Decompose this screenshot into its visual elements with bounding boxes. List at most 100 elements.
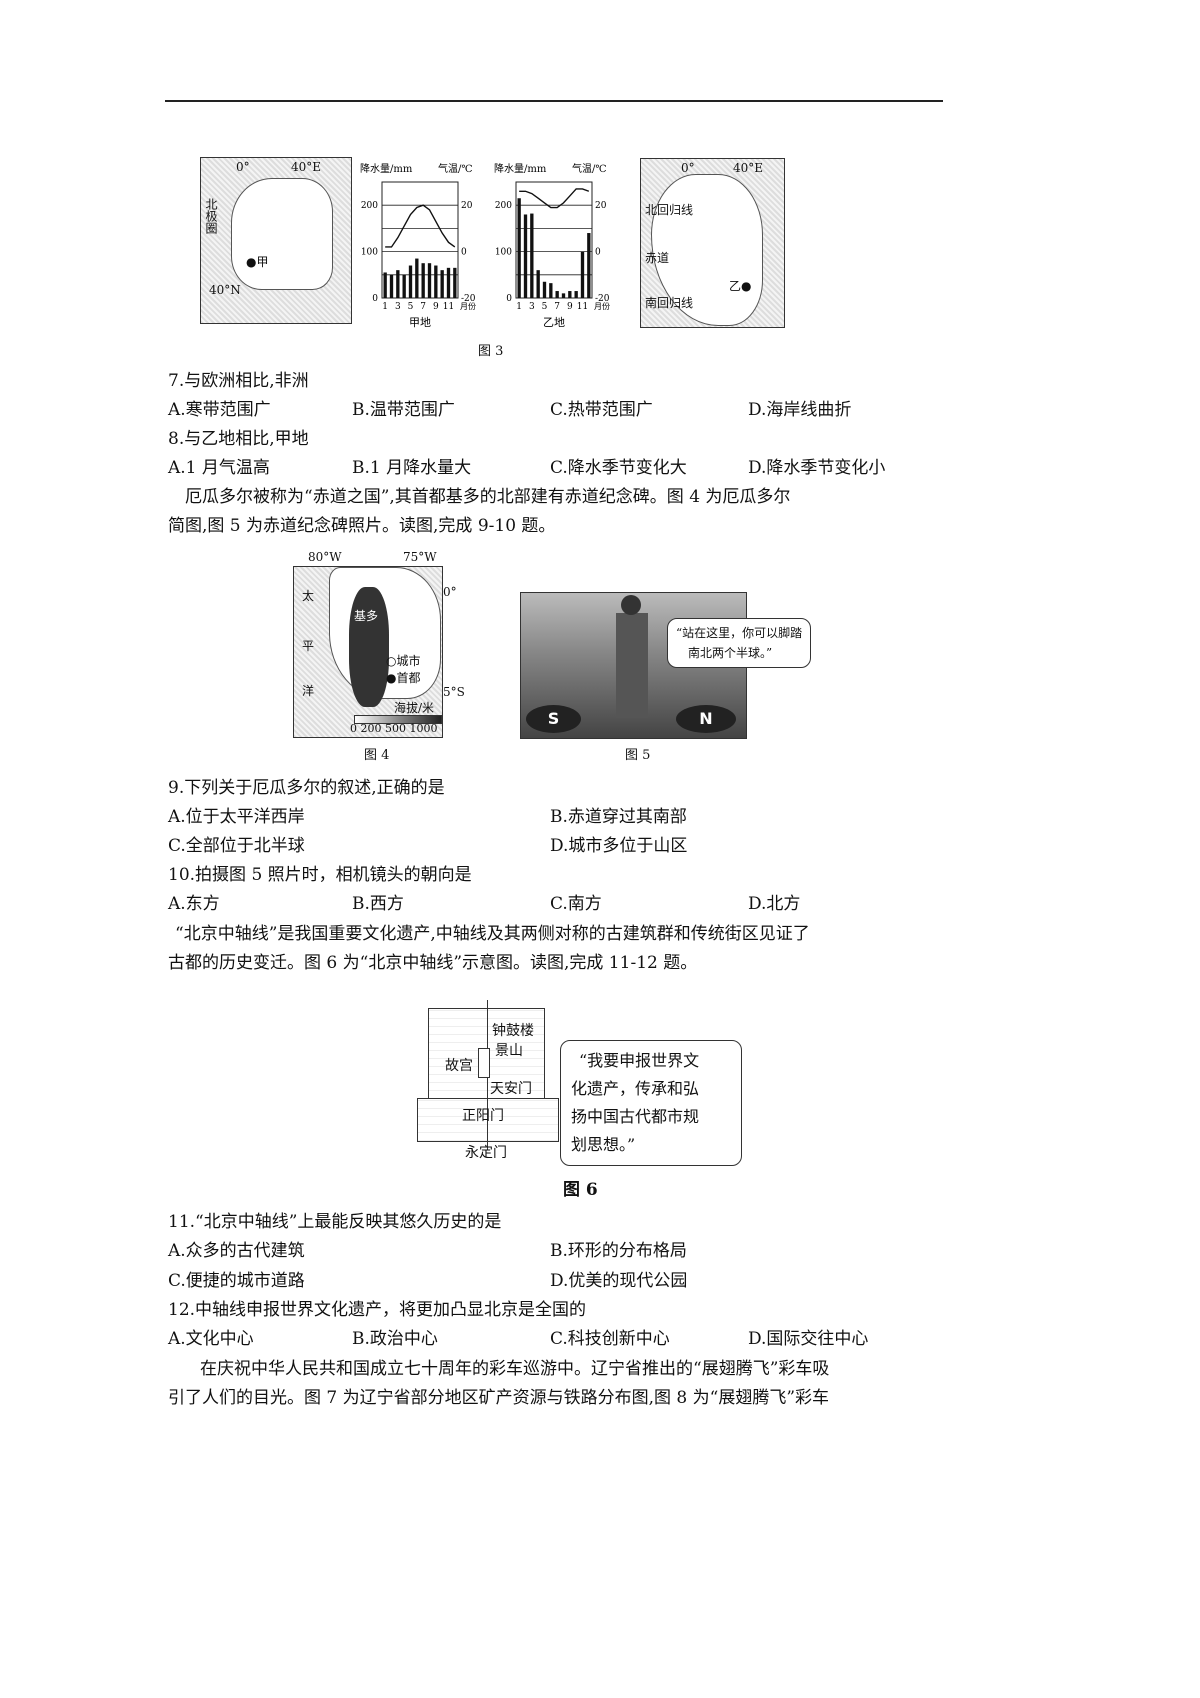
x-tick: 1 [516, 302, 522, 312]
temp-tick: -20 [595, 294, 610, 304]
option-d: D.北方 [748, 894, 801, 914]
lat-label: 40°N [209, 283, 241, 297]
paragraph-line: “北京中轴线”是我国重要文化遗产,中轴线及其两侧对称的古建筑群和传统街区见证了 [175, 924, 810, 944]
precip-bar [568, 291, 572, 298]
label-gugong: 故宫 [445, 1058, 473, 1074]
temp-line [519, 188, 590, 209]
precip-bar [530, 213, 534, 298]
arctic-circle-label: 北极圈 [204, 198, 218, 234]
x-tick: 11 [577, 302, 588, 312]
header-rule [165, 100, 943, 102]
temp-tick: 0 [461, 248, 467, 258]
x-tick: 7 [420, 302, 426, 312]
x-tick: 5 [408, 302, 414, 312]
label-zhengyangmen: 正阳门 [462, 1108, 504, 1124]
ylabel-right: 气温/℃ [572, 162, 607, 175]
legend-city: 城市 [396, 654, 421, 668]
option-a: A.东方 [168, 894, 220, 914]
chart-title: 乙地 [543, 316, 565, 329]
paragraph-line: 引了人们的目光。图 7 为辽宁省部分地区矿产资源与铁路分布图,图 8 为“展翅腾… [168, 1388, 830, 1408]
x-tick: 5 [542, 302, 548, 312]
question-7: 7.与欧洲相比,非洲 [168, 371, 309, 391]
option-a: A.寒带范围广 [168, 400, 271, 420]
capital-label: 基多 [354, 609, 379, 623]
tropic-cancer-label: 北回归线 [645, 203, 694, 217]
precip-tick: 100 [361, 248, 378, 258]
option-b: B.政治中心 [352, 1329, 438, 1349]
legend-elevation: 海拔/米 [394, 701, 435, 715]
xlabel: 月份 [594, 301, 610, 311]
figure-caption: 图 5 [625, 748, 651, 763]
ecuador-map: 80°W 75°W 太 平 洋 基多 ○城市 ●首都 海拔/米 0 200 50… [293, 550, 465, 740]
option-b: B.温带范围广 [352, 400, 455, 420]
option-d: D.国际交往中心 [748, 1329, 869, 1349]
precip-bar [517, 198, 521, 298]
option-a: A.1 月气温高 [168, 458, 270, 478]
plot-frame [381, 181, 459, 299]
equator-label: 赤道 [645, 251, 670, 265]
precip-tick: 200 [495, 201, 512, 211]
temp-tick: 20 [461, 201, 473, 211]
paragraph-line: 在庆祝中华人民共和国成立七十周年的彩车巡游中。辽宁省推出的“展翅腾飞”彩车吸 [200, 1359, 830, 1379]
paragraph-line: 古都的历史变迁。图 6 为“北京中轴线”示意图。读图,完成 11-12 题。 [168, 953, 698, 973]
paragraph-line: 厄瓜多尔被称为“赤道之国”,其首都基多的北部建有赤道纪念碑。图 4 为厄瓜多尔 [185, 487, 791, 507]
option-a: A.位于太平洋西岸 [168, 807, 305, 827]
europe-map: 0° 40°E 北极圈 40°N ●甲 [200, 157, 352, 324]
precip-bar [561, 293, 566, 298]
precip-bar [389, 274, 394, 298]
figure-caption: 图 3 [478, 344, 504, 359]
option-d: D.降水季节变化小 [748, 458, 886, 478]
precip-tick: 0 [506, 294, 512, 304]
question-12: 12.中轴线申报世界文化遗产，将更加凸显北京是全国的 [168, 1300, 587, 1320]
question-9: 9.下列关于厄瓜多尔的叙述,正确的是 [168, 778, 445, 798]
precip-bar [549, 283, 553, 298]
figure-caption: 图 6 [563, 1180, 598, 1200]
precip-bar [408, 265, 413, 298]
lat-label: 0° [443, 585, 457, 599]
precip-tick: 100 [495, 248, 512, 258]
precip-bar [440, 270, 444, 298]
precip-bar [587, 233, 591, 298]
lon-label: 0° [236, 160, 250, 174]
tropic-capricorn-label: 南回归线 [645, 296, 694, 310]
label-jingshan: 景山 [495, 1043, 523, 1059]
precip-bar [434, 265, 438, 298]
africa-map: 0° 40°E 北回归线 赤道 南回归线 乙● [640, 158, 785, 328]
precip-bar [402, 274, 406, 298]
question-11: 11.“北京中轴线”上最能反映其悠久历史的是 [168, 1212, 502, 1232]
temp-tick: 20 [595, 201, 607, 211]
option-c: C.南方 [550, 894, 602, 914]
option-d: D.城市多位于山区 [550, 836, 688, 856]
option-a: A.众多的古代建筑 [168, 1241, 305, 1261]
precip-tick: 0 [372, 294, 378, 304]
sign-south: S [526, 705, 581, 733]
sign-north: N [676, 705, 736, 733]
lat-label: 5°S [443, 685, 465, 699]
elevation-ticks: 0 200 500 1000 [350, 722, 438, 735]
precip-bar [580, 251, 585, 298]
option-c: C.全部位于北半球 [168, 836, 305, 856]
paragraph-line: 简图,图 5 为赤道纪念碑照片。读图,完成 9-10 题。 [168, 516, 556, 536]
lon-label: 40°E [291, 160, 322, 174]
option-b: B.环形的分布格局 [550, 1241, 687, 1261]
chart-title: 甲地 [409, 316, 431, 329]
temp-tick: 0 [595, 248, 601, 258]
option-b: B.西方 [352, 894, 404, 914]
option-c: C.热带范围广 [550, 400, 653, 420]
lon-label: 40°E [733, 161, 764, 175]
precip-tick: 200 [361, 201, 378, 211]
option-c: C.便捷的城市道路 [168, 1271, 305, 1291]
precip-bar [427, 263, 432, 298]
x-tick: 3 [395, 302, 401, 312]
lon-label: 80°W [308, 550, 342, 564]
beijing-axis-map: 钟鼓楼 景山 故宫 天安门 正阳门 永定门 [417, 1000, 570, 1161]
precip-bar [453, 267, 457, 298]
option-c: C.科技创新中心 [550, 1329, 670, 1349]
ocean-label: 平 [302, 639, 315, 653]
xlabel: 月份 [460, 301, 476, 311]
x-tick: 11 [443, 302, 454, 312]
label-tiananmen: 天安门 [490, 1081, 532, 1097]
